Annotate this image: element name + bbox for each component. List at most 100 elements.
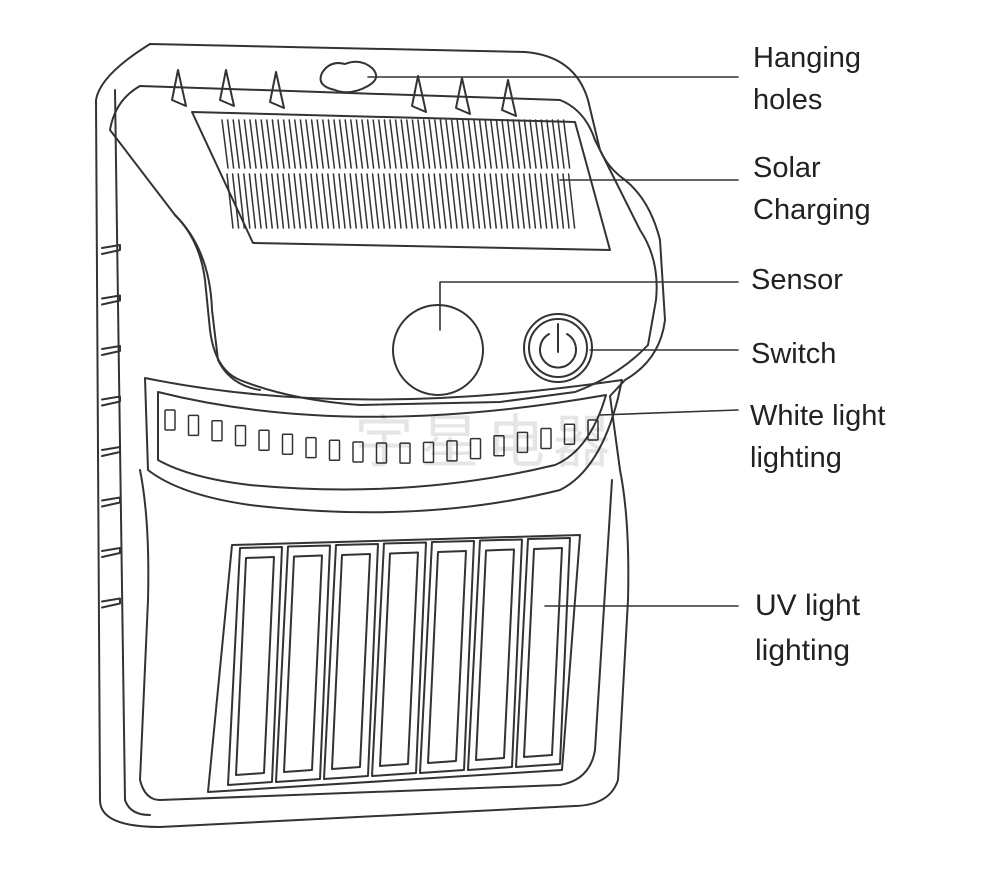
solar-cell-line: [333, 119, 341, 169]
solar-cell-line: [304, 173, 313, 229]
side-rib: [101, 446, 121, 457]
solar-cell-line: [528, 173, 537, 229]
solar-cell-line: [327, 119, 336, 169]
solar-cell-line: [399, 173, 408, 229]
solar-cell-line: [534, 119, 543, 169]
power-switch[interactable]: [523, 313, 593, 383]
solar-cell-line: [271, 119, 280, 169]
uv-slot-inner: [523, 547, 563, 758]
solar-cell-line: [467, 119, 476, 169]
white-led: [328, 439, 341, 461]
solar-cell-line: [355, 119, 364, 169]
solar-cell-line: [506, 173, 514, 229]
solar-cell-line: [371, 173, 380, 229]
label-line: lighting: [750, 442, 842, 474]
solar-cell-line: [361, 119, 369, 169]
solar-cell-line: [299, 119, 308, 169]
solar-cell-line: [282, 173, 290, 229]
solar-cell-line: [506, 119, 515, 169]
hanging-hook: [501, 79, 517, 117]
uv-light-slots: [227, 537, 571, 786]
solar-cell-line: [434, 119, 442, 169]
white-led: [352, 441, 364, 463]
solar-cell-line: [338, 119, 347, 169]
uv-slot-inner: [475, 548, 515, 761]
solar-cell-line: [277, 119, 285, 169]
white-light-strip: [144, 377, 623, 514]
solar-cell-line: [428, 119, 436, 169]
solar-cell-line: [327, 173, 335, 229]
side-rib: [101, 597, 121, 609]
label-line: Sensor: [751, 264, 843, 296]
uv-slot: [323, 543, 379, 780]
solar-cell-line: [349, 173, 357, 229]
leader-sensor: [439, 281, 739, 331]
solar-cell-line: [455, 173, 464, 229]
solar-cell-line: [551, 119, 560, 169]
solar-cell-line: [422, 119, 431, 169]
solar-cell-line: [478, 173, 486, 229]
solar-cell-line: [377, 173, 385, 229]
label-switch: Switch: [751, 333, 836, 375]
white-led: [446, 440, 458, 462]
white-led: [164, 409, 176, 431]
label-line: holes: [753, 84, 823, 116]
solar-cell-line: [411, 119, 420, 169]
solar-cell-line: [444, 173, 453, 229]
solar-cell-line: [567, 173, 576, 229]
uv-slot: [515, 537, 571, 768]
solar-cell-line: [562, 119, 571, 169]
solar-cell-line: [534, 173, 542, 229]
solar-cell-line: [310, 119, 319, 169]
uv-slot: [467, 538, 523, 771]
solar-cell-line: [490, 119, 498, 169]
side-rib: [101, 395, 121, 407]
white-led: [258, 429, 270, 451]
power-switch-ring: [528, 318, 588, 378]
solar-cell-line: [288, 119, 296, 169]
solar-cell-line: [450, 119, 459, 169]
white-led: [234, 424, 247, 447]
uv-slot-inner: [379, 551, 419, 767]
solar-cell-line: [254, 173, 262, 229]
solar-cell-line: [310, 173, 318, 229]
side-ribs: [101, 244, 121, 609]
side-rib: [101, 294, 121, 306]
solar-cell-line: [556, 173, 565, 229]
solar-cell-line: [518, 119, 526, 169]
white-led: [281, 433, 294, 455]
solar-cell-line: [517, 173, 525, 229]
solar-cell-line: [350, 119, 358, 169]
solar-cell-line: [501, 119, 509, 169]
solar-cell-line: [478, 119, 487, 169]
label-line: Hanging: [753, 42, 862, 74]
solar-cell-line: [383, 173, 391, 229]
solar-cell-line: [293, 173, 301, 229]
white-leds: [164, 409, 599, 464]
solar-panel: [191, 111, 611, 251]
solar-housing-inner: [174, 214, 261, 391]
solar-cell-line: [462, 119, 470, 169]
solar-cell-line: [226, 173, 234, 229]
solar-cell-line: [400, 119, 408, 169]
solar-cell-line: [389, 119, 397, 169]
watermark: 宇星电器: [355, 408, 620, 476]
uv-slot-inner: [427, 550, 467, 764]
side-rib: [101, 244, 121, 255]
label-white-light: White light lighting: [750, 395, 885, 479]
solar-cell-line: [316, 119, 324, 169]
solar-cell-line: [473, 119, 481, 169]
uv-slot: [275, 544, 331, 783]
solar-cell-line: [321, 173, 329, 229]
hanging-hook: [455, 77, 471, 115]
white-led: [563, 423, 576, 446]
label-line: lighting: [755, 634, 851, 667]
label-line: Charging: [753, 194, 871, 226]
solar-cell-line: [540, 119, 548, 169]
solar-cell-line: [344, 119, 352, 169]
solar-cell-line: [439, 173, 447, 229]
solar-cell-line: [529, 119, 537, 169]
solar-cell-line: [523, 173, 531, 229]
